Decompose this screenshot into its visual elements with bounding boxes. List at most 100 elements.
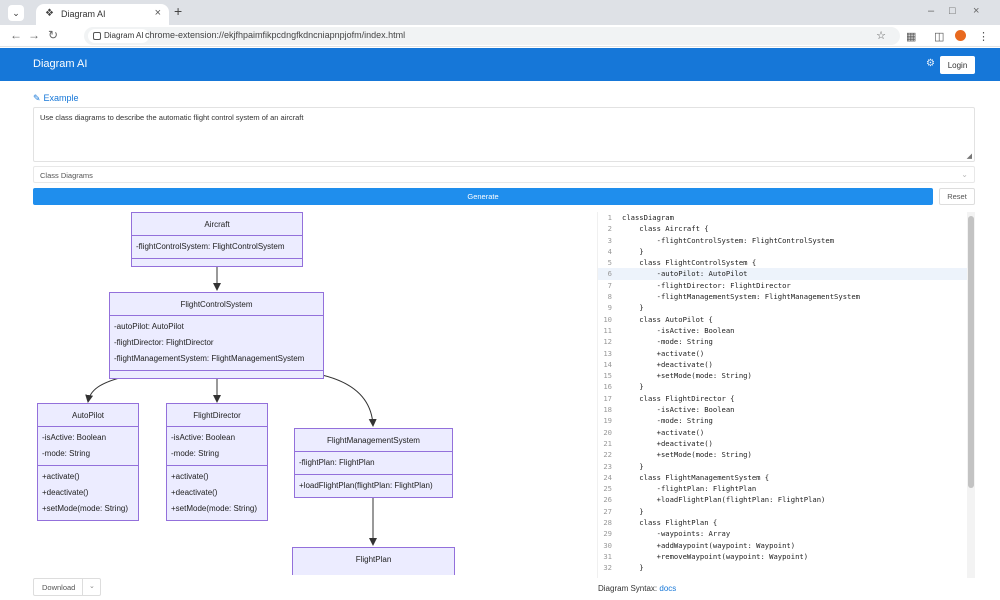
class-name: AutoPilot (38, 404, 138, 427)
new-tab-button[interactable]: + (174, 3, 183, 19)
line-number: 8 (607, 292, 612, 302)
code-line[interactable]: 18 -isActive: Boolean (598, 404, 975, 415)
line-number: 14 (603, 359, 612, 369)
code-line[interactable]: 6 -autoPilot: AutoPilot (598, 268, 975, 280)
code-text: } (622, 461, 644, 471)
extensions-puzzle-icon[interactable]: ▦ (906, 31, 917, 43)
login-button[interactable]: Login (940, 56, 975, 74)
line-number: 24 (603, 472, 612, 482)
line-number: 12 (603, 337, 612, 347)
code-line[interactable]: 11 -isActive: Boolean (598, 325, 975, 336)
code-line[interactable]: 8 -flightManagementSystem: FlightManagem… (598, 291, 975, 302)
reload-icon[interactable]: ↻ (48, 28, 59, 42)
download-divider (82, 579, 83, 595)
class-attributes: -autoPilot: AutoPilot -flightDirector: F… (110, 316, 323, 371)
editor-scroll-thumb[interactable] (968, 216, 974, 488)
tab-search-chevron-icon[interactable]: ⌄ (8, 5, 24, 21)
code-line[interactable]: 4 } (598, 246, 975, 257)
class-box-autopilot[interactable]: AutoPilot -isActive: Boolean -mode: Stri… (37, 403, 139, 521)
extension-page-icon (93, 32, 101, 40)
settings-gear-icon[interactable]: ⚙ (926, 58, 935, 69)
prompt-textarea[interactable]: Use class diagrams to describe the autom… (33, 107, 975, 162)
code-text: -flightManagementSystem: FlightManagemen… (622, 292, 860, 302)
code-line[interactable]: 32 } (598, 562, 975, 573)
generate-button[interactable]: Generate (33, 188, 933, 205)
browser-tab[interactable]: ❖ Diagram AI × (36, 4, 169, 25)
code-line[interactable]: 14 +deactivate() (598, 359, 975, 370)
class-box-flightplan[interactable]: FlightPlan (292, 547, 455, 575)
code-text: } (622, 303, 644, 313)
code-line[interactable]: 24 class FlightManagementSystem { (598, 472, 975, 483)
code-text: -flightDirector: FlightDirector (622, 280, 791, 290)
forward-icon[interactable]: → (28, 28, 40, 42)
example-link[interactable]: ✎Example (33, 93, 79, 103)
code-line[interactable]: 16 } (598, 381, 975, 392)
code-line[interactable]: 25 -flightPlan: FlightPlan (598, 483, 975, 494)
class-box-aircraft[interactable]: Aircraft -flightControlSystem: FlightCon… (131, 212, 303, 267)
code-line[interactable]: 27 } (598, 506, 975, 517)
class-box-flightcontrolsystem[interactable]: FlightControlSystem -autoPilot: AutoPilo… (109, 292, 324, 379)
code-line[interactable]: 28 class FlightPlan { (598, 517, 975, 528)
code-line[interactable]: 7 -flightDirector: FlightDirector (598, 280, 975, 291)
class-attributes: -flightControlSystem: FlightControlSyste… (132, 236, 302, 259)
diagram-type-select[interactable]: Class Diagrams ⌄ (33, 166, 975, 183)
prompt-value: Use class diagrams to describe the autom… (40, 113, 304, 122)
class-name: FlightManagementSystem (295, 429, 452, 452)
profile-avatar[interactable] (955, 30, 966, 41)
code-line[interactable]: 26 +loadFlightPlan(flightPlan: FlightPla… (598, 494, 975, 505)
class-name: FlightControlSystem (110, 293, 323, 316)
code-line[interactable]: 13 +activate() (598, 348, 975, 359)
code-line[interactable]: 5 class FlightControlSystem { (598, 257, 975, 268)
line-number: 23 (603, 461, 612, 471)
code-line[interactable]: 17 class FlightDirector { (598, 393, 975, 404)
back-icon[interactable]: ← (10, 28, 22, 42)
class-method: +deactivate() (171, 488, 218, 497)
code-text: +loadFlightPlan(flightPlan: FlightPlan) (622, 495, 826, 505)
code-line[interactable]: 19 -mode: String (598, 415, 975, 426)
code-line[interactable]: 22 +setMode(mode: String) (598, 449, 975, 460)
browser-menu-icon[interactable]: ⋮ (978, 31, 989, 43)
code-line[interactable]: 20 +activate() (598, 427, 975, 438)
chevron-down-icon[interactable]: ⌄ (89, 583, 95, 590)
editor-scrollbar[interactable] (967, 212, 975, 578)
code-line[interactable]: 2 class Aircraft { (598, 223, 975, 234)
code-line[interactable]: 23 } (598, 461, 975, 472)
line-number: 13 (603, 348, 612, 358)
app-title: Diagram AI (33, 58, 88, 70)
code-line[interactable]: 9 } (598, 302, 975, 313)
app-header: Diagram AI ⚙ Login (0, 48, 1000, 81)
close-window-icon[interactable]: × (973, 5, 980, 17)
code-text: +activate() (622, 427, 705, 437)
line-number: 10 (603, 314, 612, 324)
code-line[interactable]: 21 +deactivate() (598, 438, 975, 449)
side-panel-icon[interactable]: ◫ (934, 31, 945, 43)
code-line[interactable]: 10 class AutoPilot { (598, 314, 975, 325)
tab-close-icon[interactable]: × (154, 7, 161, 19)
code-line[interactable]: 15 +setMode(mode: String) (598, 370, 975, 381)
browser-tab-bar: ⌄ ❖ Diagram AI × + – □ × (0, 0, 1000, 25)
maximize-icon[interactable]: □ (949, 5, 956, 17)
class-attribute: -isActive: Boolean (171, 433, 236, 442)
class-box-flightdirector[interactable]: FlightDirector -isActive: Boolean -mode:… (166, 403, 268, 521)
code-text: -autoPilot: AutoPilot (622, 269, 748, 279)
code-line[interactable]: 3 -flightControlSystem: FlightControlSys… (598, 235, 975, 246)
class-attribute: -mode: String (42, 449, 91, 458)
site-info-chip[interactable]: Diagram AI (88, 29, 149, 43)
url-field[interactable]: Diagram AI chrome-extension://ekjfhpaimf… (84, 27, 900, 45)
docs-link[interactable]: docs (659, 584, 677, 593)
download-button[interactable]: Download ⌄ (33, 578, 101, 596)
code-line[interactable]: 31 +removeWaypoint(waypoint: Waypoint) (598, 551, 975, 562)
class-box-flightmanagementsystem[interactable]: FlightManagementSystem -flightPlan: Flig… (294, 428, 453, 498)
code-text: -mode: String (622, 416, 713, 426)
bookmark-star-icon[interactable]: ☆ (876, 30, 886, 42)
minimize-icon[interactable]: – (928, 5, 935, 17)
code-line[interactable]: 12 -mode: String (598, 336, 975, 347)
code-line[interactable]: 30 +addWaypoint(waypoint: Waypoint) (598, 540, 975, 551)
line-number: 16 (603, 382, 612, 392)
reset-button[interactable]: Reset (939, 188, 975, 205)
resize-handle-icon[interactable]: ◢ (966, 153, 972, 160)
code-line[interactable]: 29 -waypoints: Array (598, 528, 975, 539)
code-text: -flightControlSystem: FlightControlSyste… (622, 235, 835, 245)
